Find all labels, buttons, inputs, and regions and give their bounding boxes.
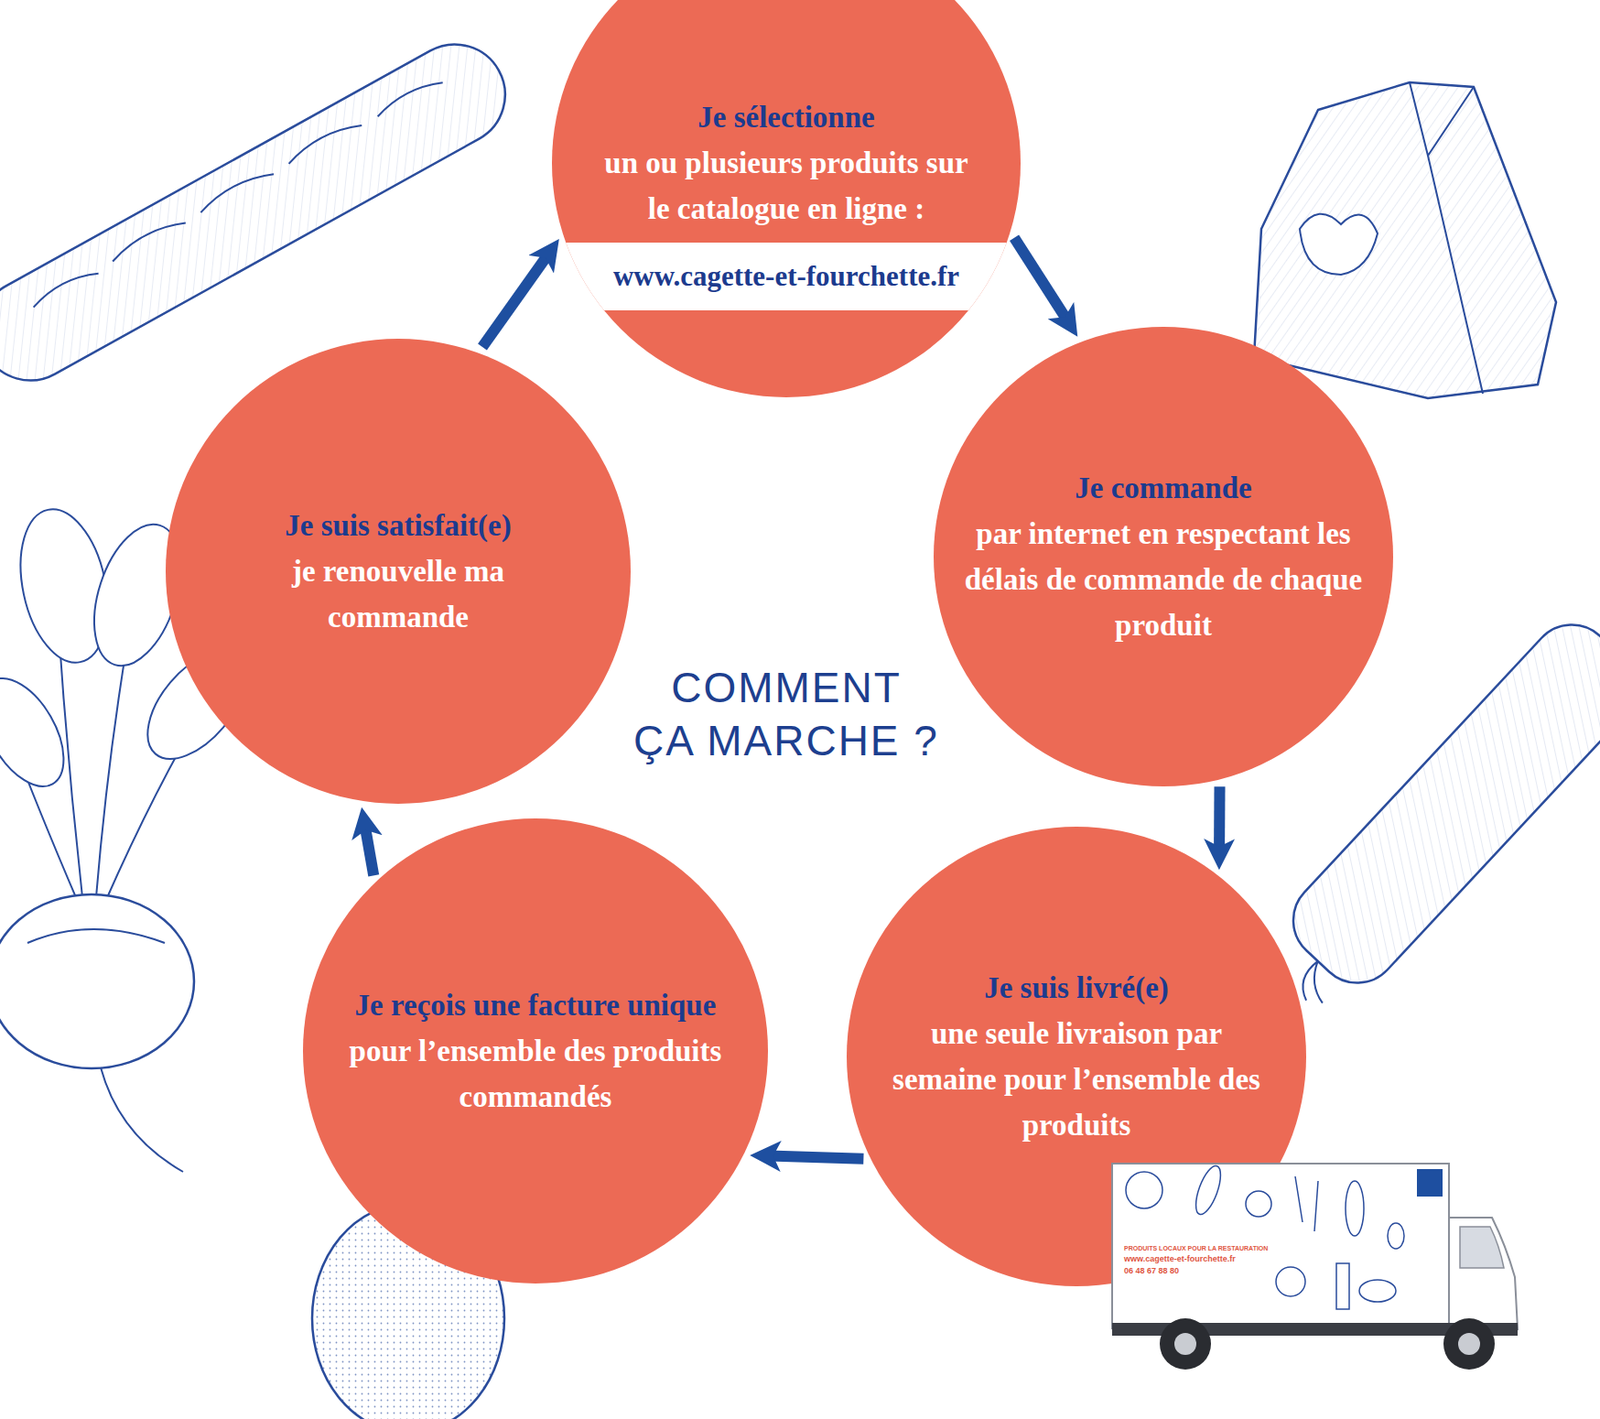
circle-fill — [933, 326, 1394, 787]
circle-fill — [165, 338, 631, 804]
step-circle: Je sélectionneun ou plusieurs produits s… — [551, 0, 1021, 398]
cheese-edges — [1409, 82, 1483, 394]
van-lettering: www.cagette-et-fourchette.fr — [1124, 1254, 1236, 1265]
step-circle: Je suis satisfait(e)je renouvelle ma com… — [165, 338, 631, 804]
circle-content: Je reçois une facture uniquepour l’ensem… — [302, 818, 768, 1284]
step-text: pour l’ensemble des produits commandés — [334, 1027, 737, 1120]
turnip-bulb — [0, 894, 195, 1069]
van-wheel — [1159, 1318, 1211, 1370]
diagram-title: COMMENT ÇA MARCHE ? — [612, 660, 961, 768]
step-circle: Je reçois une facture uniquepour l’ensem… — [302, 818, 768, 1284]
turnip-root — [100, 1067, 184, 1172]
van-wheel — [1443, 1318, 1495, 1370]
step-text: je renouvelle ma commande — [260, 548, 536, 640]
van-logo — [1416, 1168, 1443, 1197]
van-body — [1112, 1162, 1518, 1370]
circle-fill — [846, 826, 1307, 1287]
step-text: par internet en respectant les délais de… — [948, 510, 1379, 649]
circle-fill — [551, 0, 1021, 398]
baguette-texture — [0, 26, 524, 399]
van-window — [1459, 1226, 1504, 1268]
flow-arrow — [1014, 237, 1071, 327]
circle-content: Je suis satisfait(e)je renouvelle ma com… — [165, 338, 631, 804]
van-hub — [1174, 1332, 1197, 1355]
step-heading: Je suis livré(e) — [879, 964, 1274, 1011]
step-circle: Je commandepar internet en respectant le… — [933, 326, 1394, 787]
van-lettering: 06 48 67 88 80 — [1124, 1266, 1179, 1276]
turnip-shade — [27, 929, 165, 943]
van-sketches — [1125, 1162, 1405, 1309]
cheese-texture — [1254, 82, 1557, 399]
circle-content: Je commandepar internet en respectant le… — [933, 326, 1394, 787]
step-heading: Je suis satisfait(e) — [260, 502, 536, 549]
step-text: une seule livraison par semaine pour l’e… — [879, 1010, 1274, 1148]
url-band — [551, 242, 1021, 311]
flow-arrow — [1213, 786, 1226, 858]
baguette-scores — [29, 73, 444, 309]
van-lettering: PRODUITS LOCAUX POUR LA RESTAURATION — [1124, 1244, 1268, 1253]
flow-arrow — [363, 818, 374, 876]
step-text: un ou plusieurs produits sur le catalogu… — [594, 140, 979, 232]
step-heading: Je sélectionne — [594, 94, 979, 141]
website-url: www.cagette-et-fourchette.fr — [613, 253, 960, 300]
van-cab — [1448, 1217, 1518, 1330]
circle-fill — [302, 818, 768, 1284]
step-heading: Je reçois une facture unique — [334, 982, 737, 1028]
flow-arrow — [761, 1155, 864, 1158]
cheese-label — [1299, 214, 1378, 275]
van-hub — [1458, 1332, 1481, 1355]
cheese — [1254, 82, 1557, 399]
baguette — [0, 26, 524, 399]
circle-content: Je sélectionneun ou plusieurs produits s… — [551, 0, 1021, 398]
circle-shape — [933, 326, 1394, 787]
baguette-outline — [0, 26, 524, 399]
flow-arrow — [482, 248, 552, 347]
cheese-outline — [1254, 82, 1557, 399]
van-box — [1112, 1163, 1449, 1329]
step-heading: Je commande — [948, 464, 1379, 511]
